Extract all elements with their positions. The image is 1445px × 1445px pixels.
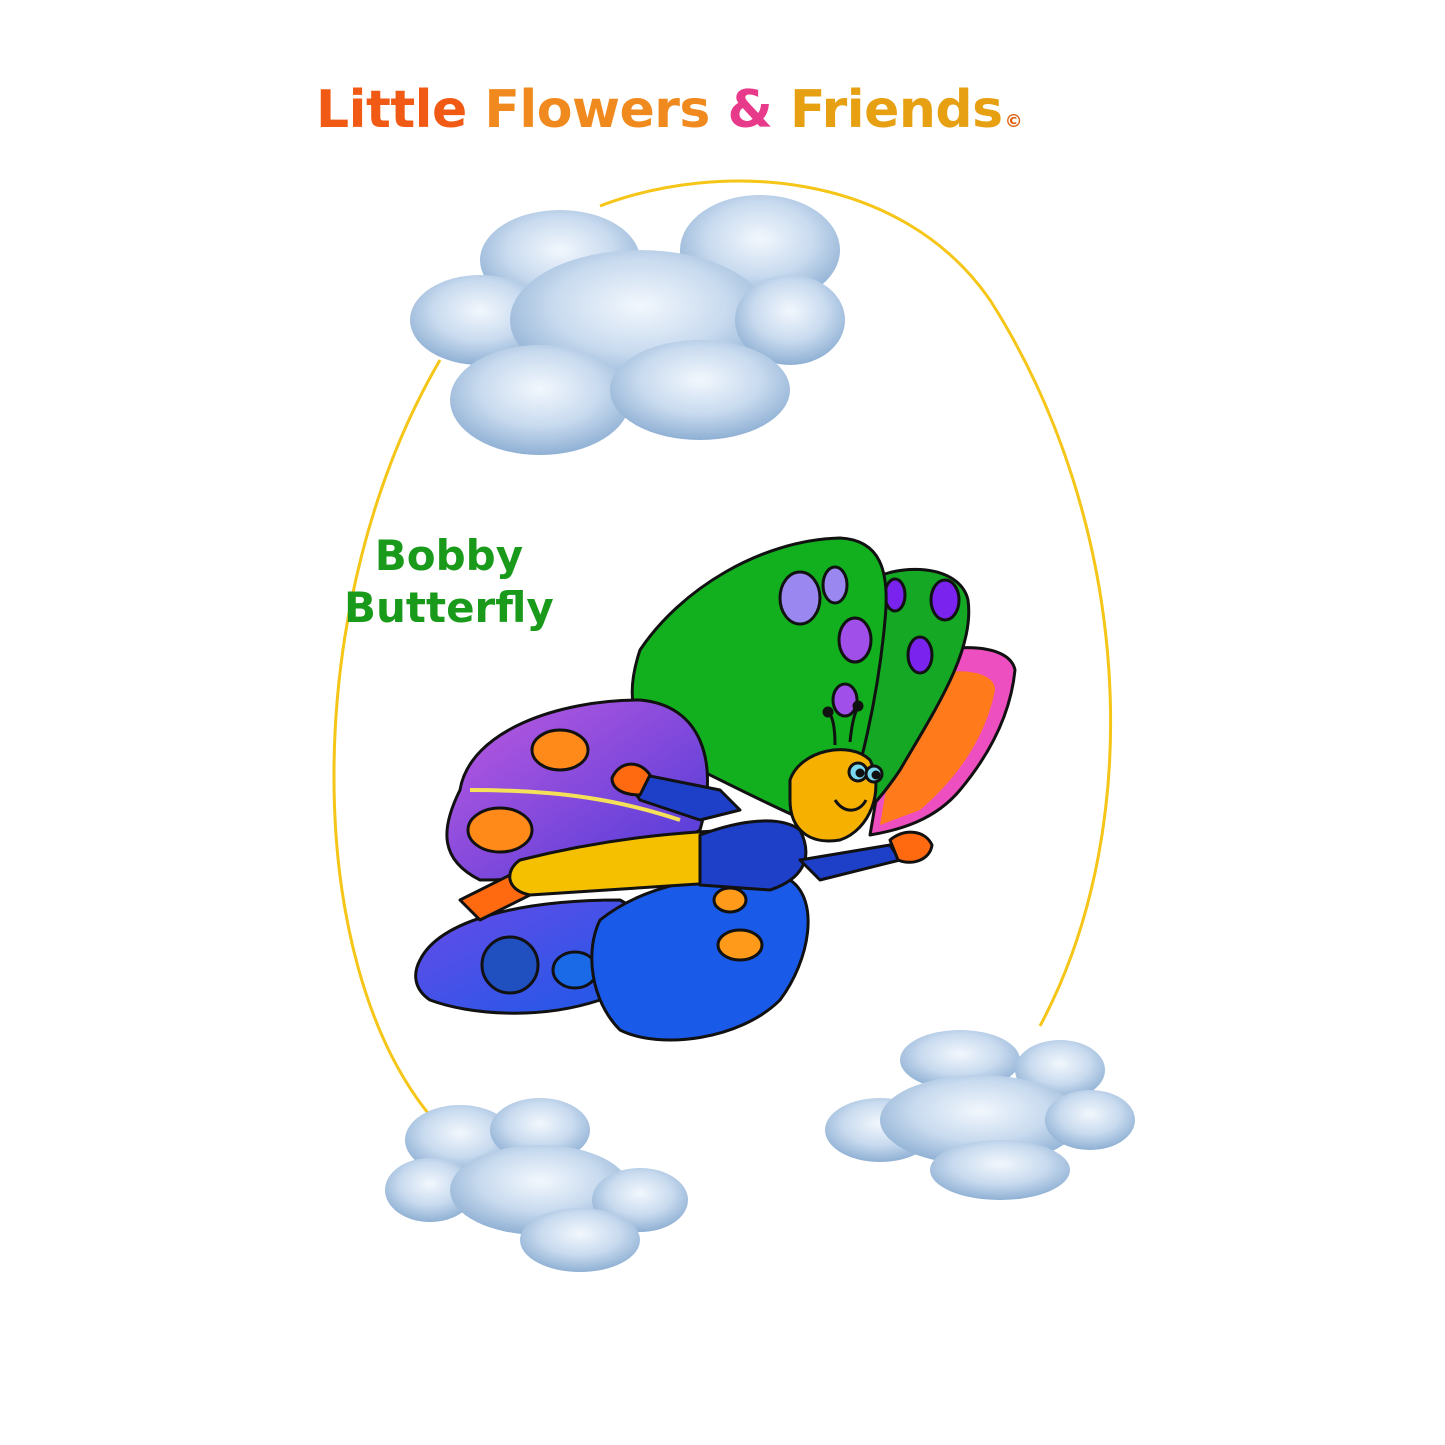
title-word-flowers: Flowers [484,80,710,140]
app-title: Little Flowers & Friends© [316,84,1023,136]
title-word-friends: Friends [789,80,1003,140]
title-ampersand: & [727,80,773,140]
cloud-icon [385,1098,688,1272]
character-name-line1: Bobby [374,531,524,580]
character-name: Bobby Butterfly [344,530,554,634]
copyright-symbol: © [1004,111,1023,132]
sun-ring [332,179,1112,1119]
cloud-icon [825,1030,1135,1200]
butterfly-illustration [414,536,1017,1042]
title-word-little: Little [316,80,467,140]
character-name-line2: Butterfly [344,583,554,632]
cloud-icon [410,195,845,455]
